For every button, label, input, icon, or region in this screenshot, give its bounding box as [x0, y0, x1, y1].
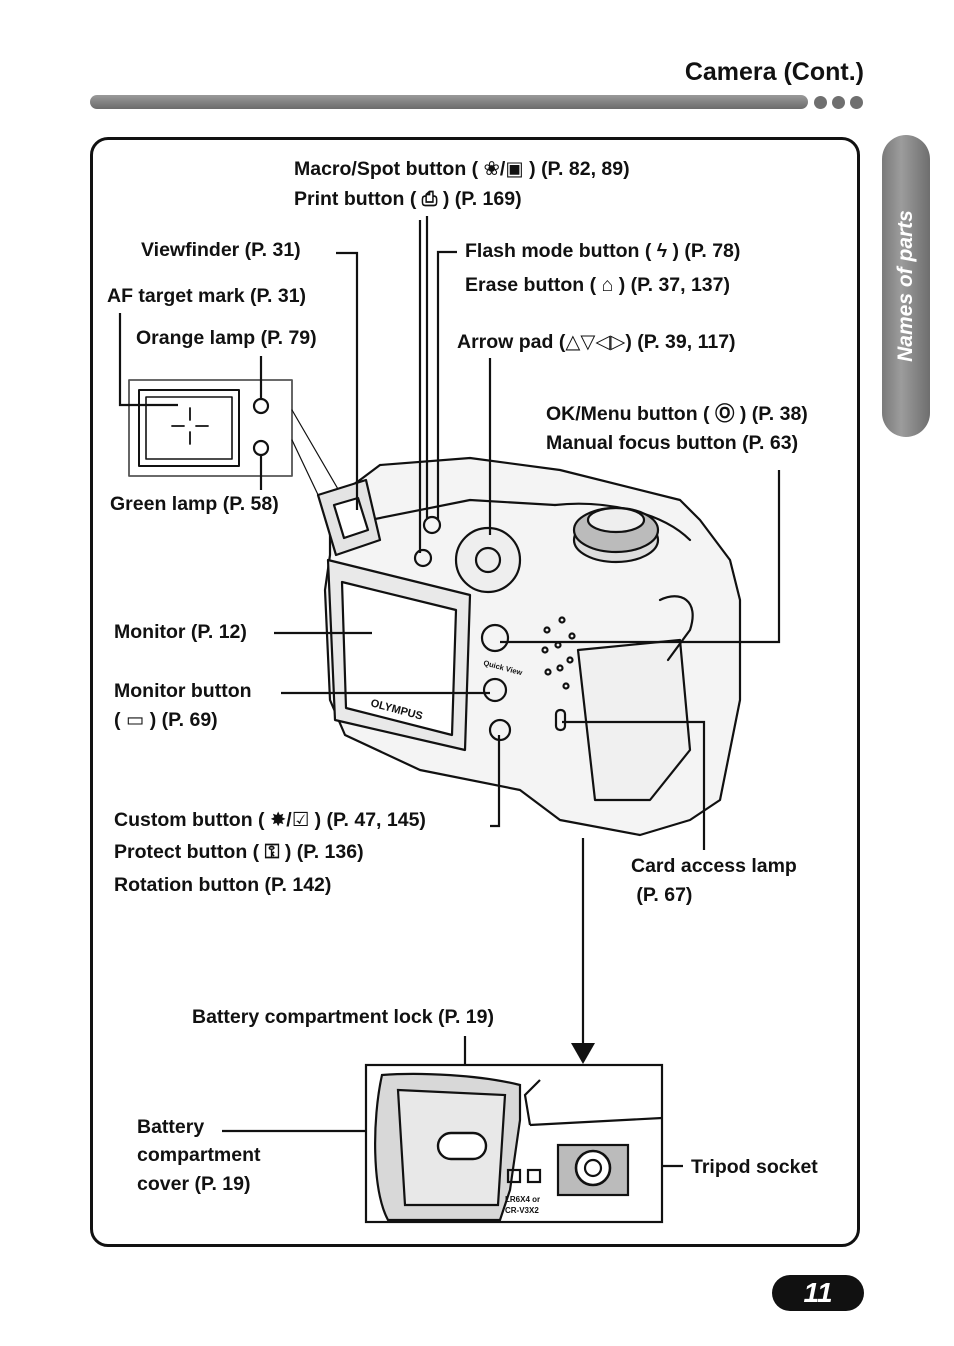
label-monitor-button-page: ( ▭ ) (P. 69) — [114, 709, 218, 731]
page-number: 11 — [772, 1275, 864, 1311]
chapter-side-tab[interactable]: Names of parts — [882, 135, 930, 437]
label-af-target-mark: AF target mark (P. 31) — [107, 285, 307, 307]
label-custom-button: Custom button ( ✸/☑ ) (P. 47, 145) — [114, 809, 426, 831]
label-protect-button: Protect button ( ⚿ ) (P. 136) — [114, 841, 364, 863]
leader-ok-menu — [500, 470, 781, 644]
leader-card-lamp — [562, 720, 706, 850]
label-card-access-lamp: Card access lamp — [631, 855, 797, 877]
header-dot — [850, 96, 863, 109]
label-erase-button: Erase button ( ⌂ ) (P. 37, 137) — [465, 274, 730, 296]
leader-viewfinder — [336, 251, 359, 510]
battery-spec-text-2: CR-V3X2 — [505, 1206, 539, 1215]
label-arrow-pad: Arrow pad (△▽◁▷) (P. 39, 117) — [457, 331, 736, 353]
leader-af-mark — [118, 313, 178, 407]
label-ok-menu-button: OK/Menu button ( Ⓞ ) (P. 38) — [546, 403, 808, 425]
diagram-frame — [90, 137, 860, 1247]
label-print-button: Print button ( ⎙ ) (P. 169) — [294, 188, 522, 210]
label-battery-cover-1: Battery — [137, 1116, 205, 1138]
battery-spec-text-1: LR6X4 or — [505, 1195, 540, 1204]
label-monitor: Monitor (P. 12) — [114, 621, 247, 643]
label-viewfinder: Viewfinder (P. 31) — [141, 239, 301, 261]
label-orange-lamp: Orange lamp (P. 79) — [136, 327, 317, 349]
page-section-title: Camera (Cont.) — [684, 58, 864, 86]
label-macro-spot-button: Macro/Spot button ( ❀/▣ ) (P. 82, 89) — [294, 158, 630, 180]
label-card-access-lamp-page: (P. 67) — [631, 884, 693, 906]
viewfinder-inset — [128, 379, 293, 477]
header-dot — [814, 96, 827, 109]
header-dot — [832, 96, 845, 109]
label-monitor-button: Monitor button — [114, 680, 252, 702]
label-battery-compartment-lock: Battery compartment lock (P. 19) — [192, 1006, 494, 1028]
label-flash-mode-button: Flash mode button ( ϟ ) (P. 78) — [465, 240, 741, 262]
leader-flash — [436, 250, 457, 520]
label-rotation-button: Rotation button (P. 142) — [114, 874, 332, 896]
label-manual-focus-button: Manual focus button (P. 63) — [546, 432, 799, 454]
label-green-lamp: Green lamp (P. 58) — [110, 493, 279, 515]
label-battery-cover-3: cover (P. 19) — [137, 1173, 251, 1195]
leader-custom — [490, 735, 501, 828]
label-tripod-socket: Tripod socket — [691, 1156, 818, 1178]
label-battery-cover-2: compartment — [137, 1144, 261, 1166]
arrow-down-icon — [571, 1043, 595, 1064]
header-rule-bar — [90, 95, 808, 109]
